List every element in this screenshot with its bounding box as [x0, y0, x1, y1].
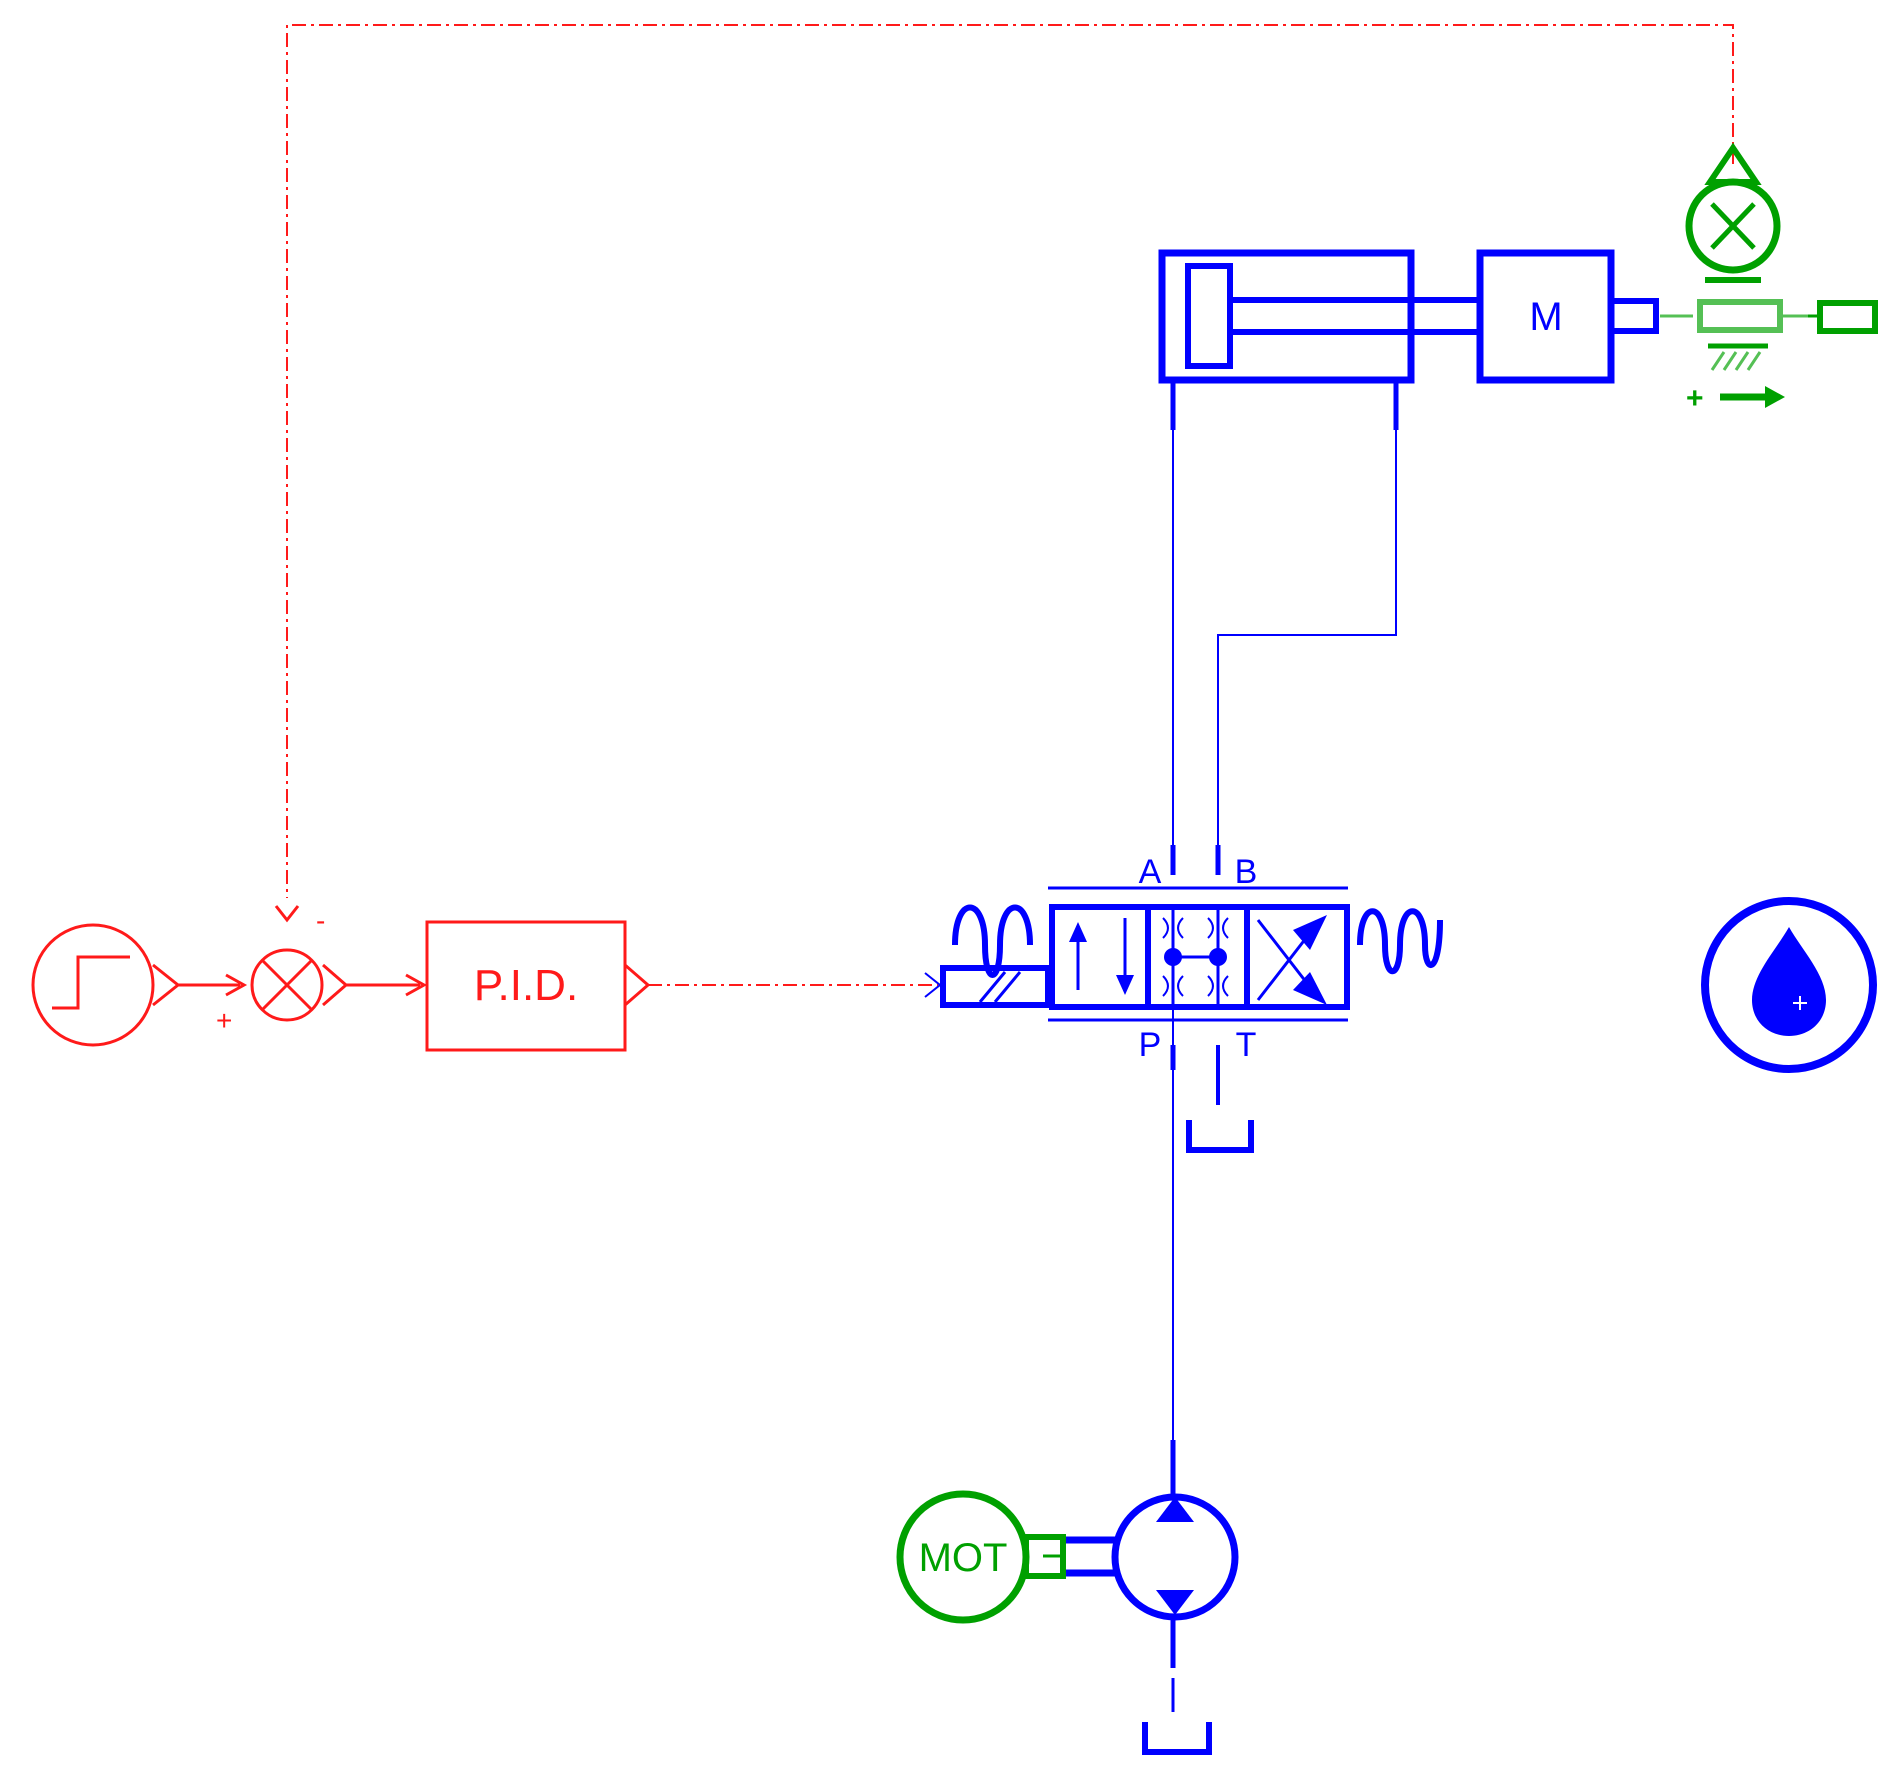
feedback-arrow-head: [274, 905, 300, 923]
pid-label: P.I.D.: [474, 961, 578, 1010]
mass-output-rod: [1608, 298, 1659, 334]
hydraulic-fluid-properties: [1701, 897, 1877, 1073]
proportional-valve: [940, 886, 1443, 1022]
hydraulic-pipes: [1172, 430, 1397, 1440]
mass-label: M: [1529, 295, 1562, 339]
sensor-plus-label: +: [1686, 382, 1704, 415]
hydraulic-cylinder: [1158, 249, 1483, 384]
port-p-label: P: [1139, 1026, 1162, 1064]
summing-junction: [250, 948, 349, 1022]
hydraulic-fluid-drop-icon: [1752, 927, 1826, 1036]
port-b-label: B: [1235, 853, 1258, 891]
port-t-label: T: [1236, 1026, 1257, 1064]
step-signal-icon: [52, 955, 130, 1010]
position-sensor: [1660, 142, 1878, 408]
sum-plus-label: +: [216, 1005, 232, 1036]
sum-minus-label: -: [316, 905, 325, 936]
pid-controller: P.I.D.: [425, 920, 651, 1052]
position-sensor-icon: [1704, 142, 1762, 185]
port-a-label: A: [1139, 853, 1162, 891]
feedback-signal-line: [286, 24, 1734, 898]
hydraulic-pump: [1063, 1440, 1239, 1668]
tank-icon: [1142, 1722, 1212, 1755]
mass-block: M: [1476, 249, 1615, 384]
motor-label: MOT: [919, 1536, 1008, 1580]
electric-motor: MOT: [896, 1490, 1066, 1624]
step-source: [31, 923, 181, 1047]
tank-icon: [1186, 1120, 1254, 1153]
